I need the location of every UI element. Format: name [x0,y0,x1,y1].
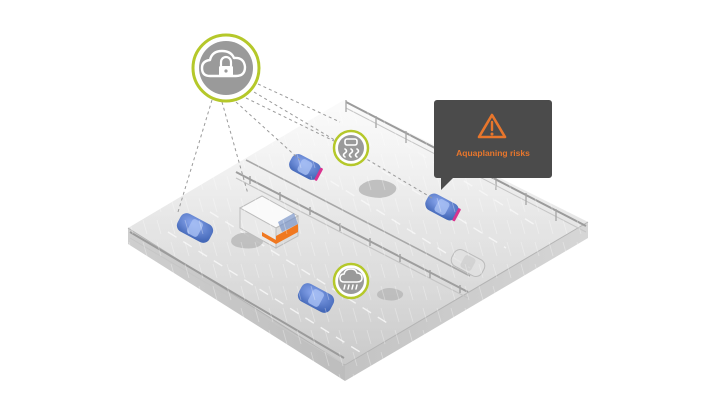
warning-triangle-icon [477,113,507,139]
weather-node [332,262,370,300]
rain-overlay [128,40,600,385]
alert-callout: Aquaplaning risks [434,100,552,190]
slippery-road-icon [342,138,360,158]
cloud-node [191,33,261,103]
road-condition-node [332,129,370,167]
alert-label: Aquaplaning risks [456,148,530,158]
cloud-lock-icon [200,49,247,78]
rain-cloud-icon [339,268,363,290]
